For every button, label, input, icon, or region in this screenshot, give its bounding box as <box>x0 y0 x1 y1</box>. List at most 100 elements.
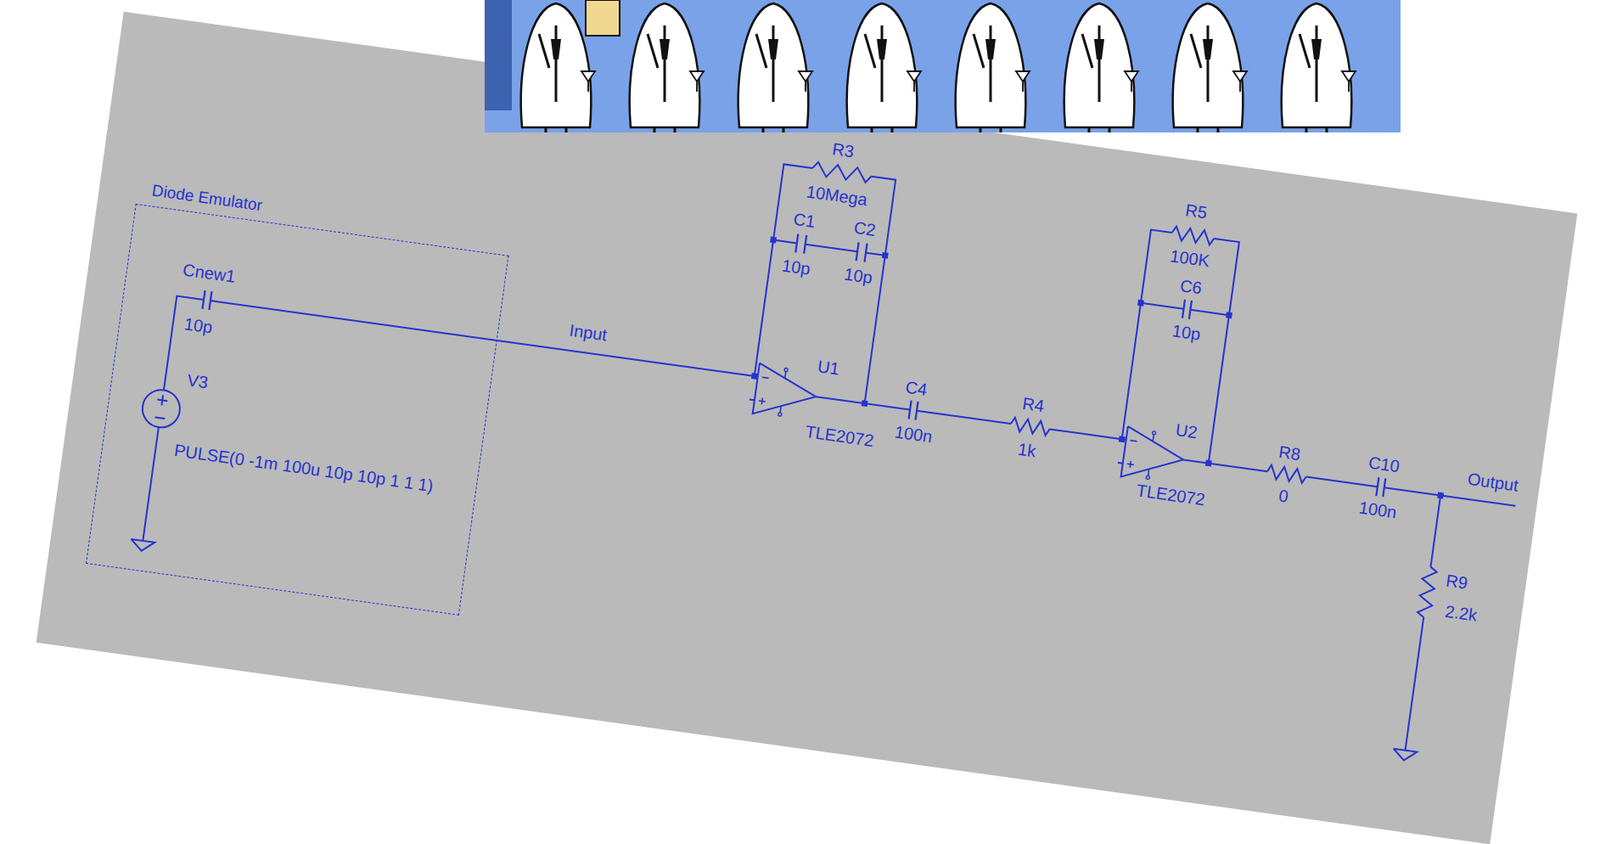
label-anchor: U1 <box>814 356 843 379</box>
wire <box>1010 416 1051 436</box>
part-name: U2 <box>1173 420 1201 443</box>
label-anchor: R4 <box>1019 393 1047 416</box>
voltage-source <box>140 387 183 430</box>
label-anchor: Output <box>1465 468 1522 495</box>
cartoon-figure <box>629 3 704 133</box>
label-anchor: TLE2072 <box>1134 480 1208 509</box>
label-anchor: PULSE(0 -1m 100u 10p 10p 1 1 1) <box>171 440 437 496</box>
part-name: U1 <box>814 356 843 379</box>
part-value: 1k <box>1015 438 1039 461</box>
cartoon-figure <box>1281 3 1356 133</box>
junction-dot <box>1437 492 1444 500</box>
part-name: R3 <box>829 139 857 162</box>
part-value: 10p <box>841 263 876 287</box>
junction-dot <box>1205 460 1213 467</box>
source-spec: PULSE(0 -1m 100u 10p 10p 1 1 1) <box>171 440 437 496</box>
junction-dot <box>861 399 869 407</box>
wire <box>811 161 873 183</box>
part-value: 10p <box>181 314 216 337</box>
label-anchor: 10Mega <box>803 181 871 209</box>
part-value: 100n <box>892 421 936 446</box>
cartoon-figure <box>521 3 596 133</box>
capacitor-plate <box>909 400 912 420</box>
capacitor-plate <box>915 401 919 421</box>
cartoon-figure <box>1173 3 1247 133</box>
junction-dot <box>1118 435 1126 443</box>
wire <box>1430 494 1441 567</box>
cartoon-figure <box>847 3 921 133</box>
capacitor-plate <box>1382 477 1386 497</box>
capacitor-plate <box>208 291 212 310</box>
part-name: C10 <box>1365 452 1403 476</box>
label-anchor: 100n <box>892 421 936 446</box>
label-anchor: 10p <box>181 314 216 337</box>
label-anchor: Input <box>566 320 610 344</box>
part-value: 0 <box>1275 485 1292 506</box>
group-title: Diode Emulator <box>151 180 264 215</box>
label-anchor: U2 <box>1173 420 1201 443</box>
cartoon-figure <box>955 3 1030 133</box>
label-anchor: R5 <box>1182 200 1210 223</box>
label-anchor: 0 <box>1275 485 1292 506</box>
label-anchor: C10 <box>1365 452 1403 476</box>
wire <box>773 240 798 244</box>
wire <box>1122 230 1173 443</box>
part-name: V3 <box>184 370 211 393</box>
wire <box>754 163 813 380</box>
junction-dot <box>1225 311 1233 319</box>
wire <box>805 244 858 253</box>
part-value: 10p <box>1169 320 1204 344</box>
label-anchor: 2.2k <box>1442 600 1480 625</box>
part-name: C6 <box>1177 275 1205 298</box>
label-anchor: 10p <box>841 263 876 287</box>
label-anchor: R3 <box>829 139 857 162</box>
label-anchor: C6 <box>1177 275 1205 298</box>
wire <box>1306 476 1378 487</box>
label-anchor: TLE2072 <box>802 421 876 450</box>
label-anchor: 10p <box>779 255 814 279</box>
part-name: R8 <box>1275 442 1303 465</box>
wire <box>1405 617 1425 751</box>
label-anchor: 10p <box>1169 320 1204 344</box>
part-model: TLE2072 <box>802 421 876 450</box>
capacitor-plate <box>202 290 206 309</box>
net-label: Output <box>1465 468 1522 495</box>
capacitor-plate <box>1375 477 1379 496</box>
part-value: 10Mega <box>803 181 871 209</box>
ground-symbol <box>129 538 155 553</box>
capacitor-plate <box>1189 300 1192 320</box>
junction-dot <box>881 252 889 259</box>
wire <box>210 300 758 377</box>
cartoon-figure <box>1064 3 1139 133</box>
label-anchor: V3 <box>184 370 211 393</box>
label-anchor: C4 <box>902 376 930 399</box>
capacitor-plate <box>795 234 798 253</box>
part-value: 100n <box>1356 497 1400 522</box>
capacitor-plate <box>803 235 807 254</box>
label-anchor: C2 <box>851 217 879 240</box>
net-label: Input <box>566 320 610 344</box>
part-name: C2 <box>851 217 879 240</box>
label-anchor: Cnew1 <box>179 259 239 287</box>
wire <box>1171 225 1216 246</box>
wire <box>1190 309 1230 315</box>
cartoon-figure <box>585 0 620 36</box>
part-name: R4 <box>1019 393 1047 416</box>
cartoon-figure <box>738 3 813 133</box>
part-name: R5 <box>1182 200 1210 223</box>
part-value: 2.2k <box>1442 600 1480 625</box>
wire <box>916 410 1011 424</box>
cartoon-shadow <box>484 0 512 111</box>
wire <box>142 426 159 541</box>
wire <box>815 396 910 410</box>
cartoon-ground <box>484 0 1401 133</box>
label-anchor: 1k <box>1015 438 1039 461</box>
label-anchor: 100K <box>1167 246 1213 271</box>
part-name: C1 <box>790 208 818 231</box>
capacitor-plate <box>864 243 868 263</box>
wire <box>1416 566 1438 619</box>
junction-dot <box>1137 299 1145 307</box>
